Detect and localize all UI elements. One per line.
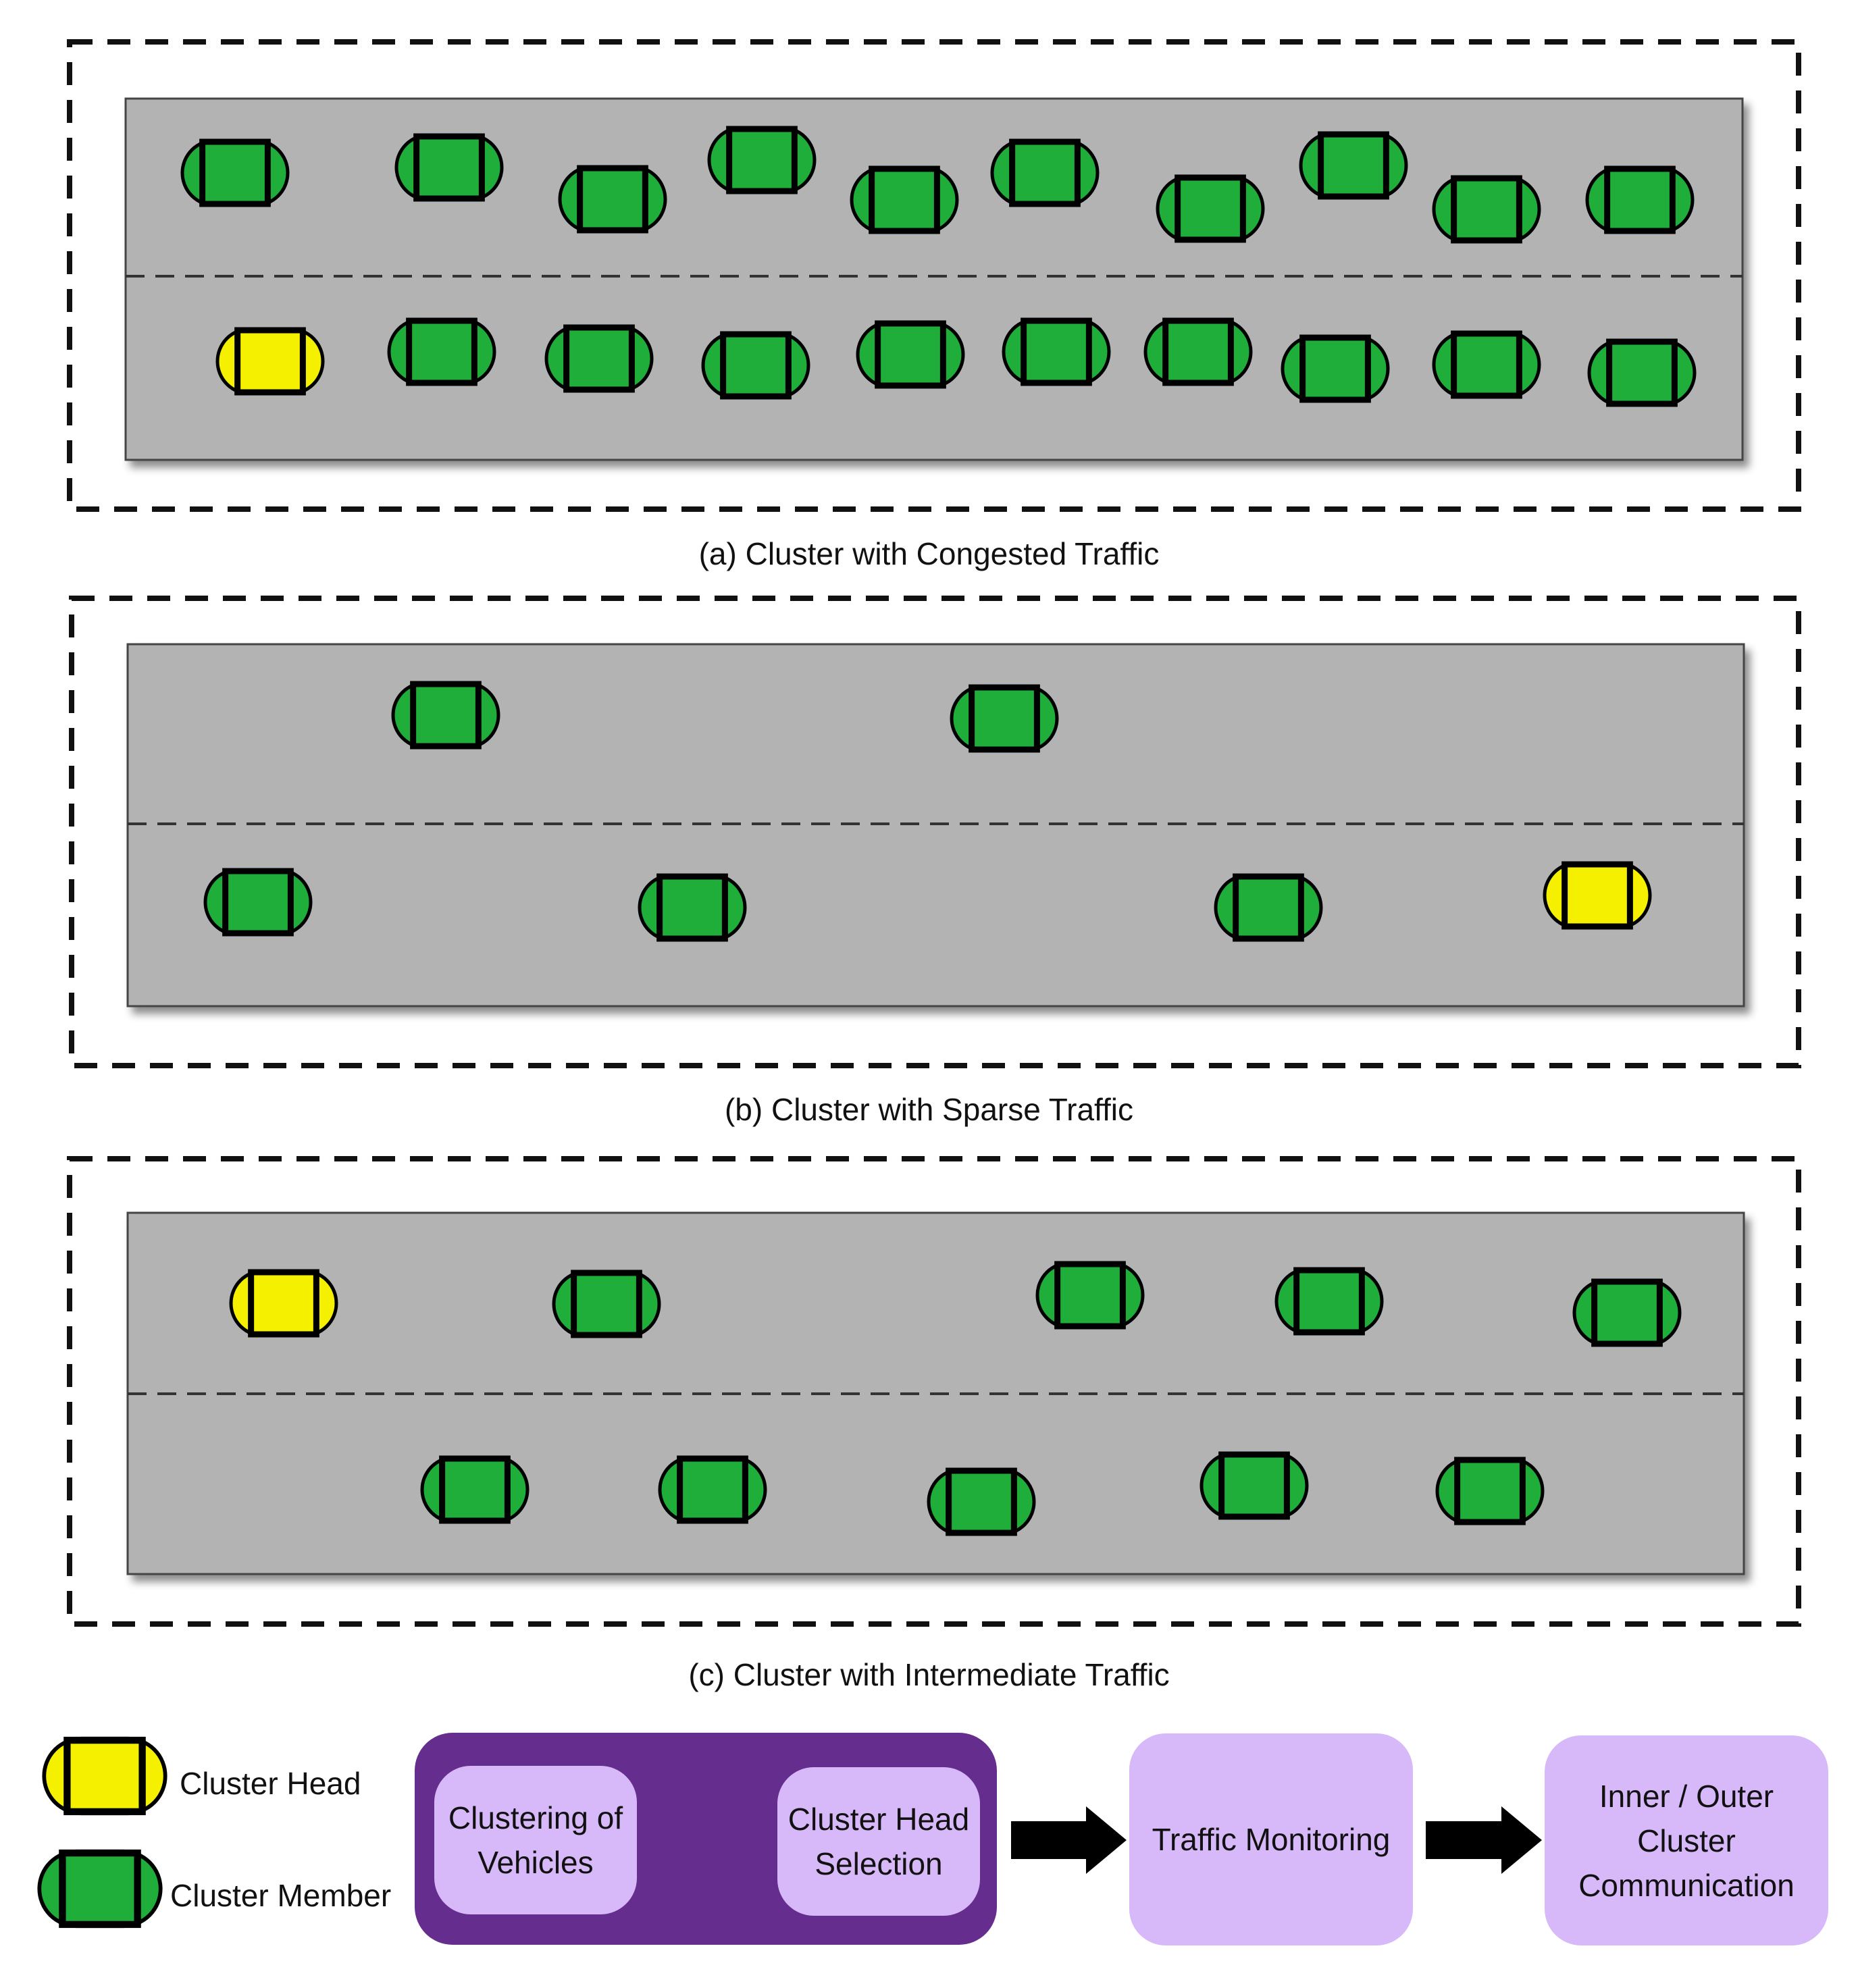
- caption-intermediate: (c) Cluster with Intermediate Traffic: [688, 1657, 1170, 1692]
- cluster-member-vehicle: [1585, 165, 1695, 234]
- cluster-member-vehicle: [1035, 1261, 1145, 1330]
- cluster-member-vehicle: [558, 165, 667, 234]
- cluster-member-vehicle: [658, 1455, 767, 1524]
- cluster-member-vehicle: [1572, 1278, 1682, 1347]
- caption-sparse: (b) Cluster with Sparse Traffic: [724, 1092, 1133, 1127]
- cluster-member-vehicle: [37, 1849, 163, 1929]
- cluster-member-vehicle: [203, 868, 313, 937]
- cluster-member-vehicle: [1143, 317, 1253, 386]
- cluster-member-vehicle: [1587, 338, 1697, 407]
- panel-a-vehicles: [180, 126, 1697, 407]
- cluster-member-vehicle: [1002, 317, 1111, 386]
- cluster-member-vehicle: [552, 1270, 661, 1338]
- cluster-member-vehicle: [391, 681, 500, 750]
- cluster-member-vehicle: [1432, 330, 1541, 399]
- cluster-member-vehicle: [701, 331, 810, 400]
- legend-label-member: Cluster Member: [170, 1878, 392, 1913]
- cluster-member-vehicle: [1199, 1451, 1309, 1520]
- cluster-member-vehicle: [1281, 334, 1390, 403]
- step-inner-outer-cluster-communication: Inner / Outer Cluster Communication: [1545, 1735, 1828, 1945]
- car-yellow-icon: [42, 1736, 167, 1816]
- cluster-member-vehicle: [1299, 131, 1408, 200]
- car-green-icon: [37, 1849, 163, 1929]
- cluster-head-vehicle: [215, 327, 325, 396]
- legend-label-head: Cluster Head: [180, 1766, 361, 1801]
- arrow-icon: [1011, 1806, 1127, 1874]
- cluster-member-vehicle: [1214, 873, 1323, 942]
- cluster-member-vehicle: [850, 165, 959, 234]
- cluster-member-vehicle: [638, 873, 747, 942]
- cluster-head-vehicle: [229, 1269, 338, 1338]
- step-traffic-monitoring: Traffic Monitoring: [1129, 1733, 1413, 1945]
- cluster-head-vehicle: [42, 1736, 167, 1816]
- cluster-member-vehicle: [1274, 1267, 1384, 1336]
- panel-c-vehicles: [229, 1261, 1682, 1536]
- cluster-member-vehicle: [990, 138, 1100, 207]
- cluster-member-vehicle: [1156, 174, 1265, 243]
- cluster-member-vehicle: [420, 1455, 530, 1524]
- panel-b-vehicles: [203, 681, 1652, 942]
- step-cluster-head-selection: Cluster Head Selection: [777, 1767, 980, 1916]
- cluster-member-vehicle: [856, 320, 965, 389]
- caption-congested: (a) Cluster with Congested Traffic: [698, 536, 1160, 571]
- cluster-member-vehicle: [1435, 1457, 1545, 1525]
- cluster-member-vehicle: [387, 317, 496, 386]
- cluster-head-vehicle: [1543, 861, 1652, 930]
- arrow-icon: [1426, 1806, 1542, 1874]
- cluster-member-vehicle: [1432, 175, 1541, 244]
- cluster-member-vehicle: [394, 133, 504, 202]
- cluster-member-vehicle: [950, 684, 1059, 753]
- cluster-member-vehicle: [544, 324, 654, 393]
- panel-a-road: [124, 97, 1744, 461]
- step-clustering-of-vehicles: Clustering of Vehicles: [434, 1766, 637, 1914]
- cluster-member-vehicle: [707, 126, 817, 194]
- cluster-member-vehicle: [927, 1467, 1036, 1536]
- cluster-member-vehicle: [180, 138, 290, 207]
